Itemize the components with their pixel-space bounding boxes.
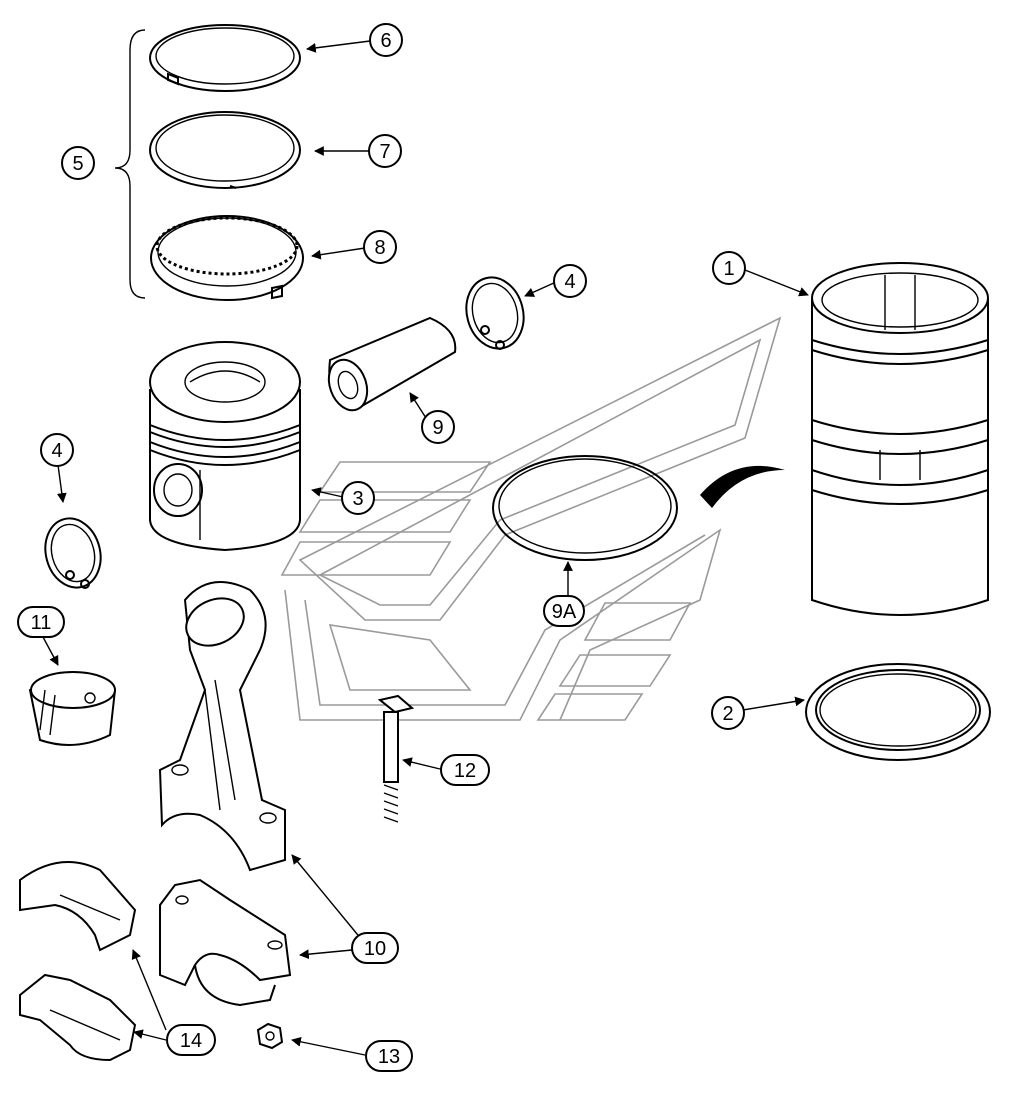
callout-5-label: 5	[72, 153, 83, 175]
callout-14: 14	[166, 1024, 216, 1056]
callout-11-label: 11	[31, 612, 52, 634]
callout-9a-label: 9A	[552, 601, 577, 623]
callout-13-label: 13	[378, 1046, 400, 1068]
callout-9a: 9A	[543, 595, 585, 627]
callout-14-label: 14	[180, 1030, 202, 1052]
callout-4-left-label: 4	[51, 440, 62, 462]
callout-12-label: 12	[454, 760, 476, 782]
liner-seal-ring	[805, 663, 991, 761]
callout-6-label: 6	[380, 30, 391, 52]
callout-4-right: 4	[553, 264, 587, 298]
rod-bolt	[377, 694, 415, 823]
callout-4-left: 4	[40, 433, 74, 467]
connecting-rod-cap	[159, 878, 292, 1007]
callout-10-label: 10	[364, 938, 386, 960]
piston-ring-top	[149, 24, 301, 92]
callout-2-label: 2	[722, 703, 733, 725]
callout-9-label: 9	[432, 417, 443, 439]
callout-7-label: 7	[379, 141, 390, 163]
cylinder-liner	[811, 262, 989, 616]
callout-10: 10	[351, 932, 399, 964]
callout-13: 13	[365, 1040, 413, 1072]
install-direction-arrow	[700, 465, 785, 508]
ring-group-bracket	[114, 29, 146, 299]
snap-ring-left	[44, 517, 102, 589]
callout-11: 11	[17, 606, 65, 638]
callout-6: 6	[369, 23, 403, 57]
callout-1-label: 1	[723, 258, 734, 280]
callout-3: 3	[341, 481, 375, 515]
callout-4-right-label: 4	[564, 271, 575, 293]
callout-8: 8	[363, 230, 397, 264]
leader-lines	[42, 40, 809, 1056]
hex-nut	[256, 1022, 284, 1050]
piston-pin	[327, 316, 457, 412]
callout-7: 7	[368, 134, 402, 168]
callout-3-label: 3	[352, 488, 363, 510]
bearing-shell-upper	[19, 861, 137, 952]
piston-ring-middle	[149, 111, 301, 189]
callout-8-label: 8	[374, 237, 385, 259]
callout-5: 5	[61, 146, 95, 180]
pin-bushing	[28, 671, 117, 746]
connecting-rod	[158, 581, 286, 872]
seal-ring	[492, 455, 678, 561]
callout-12: 12	[440, 754, 490, 786]
callout-1: 1	[712, 251, 746, 285]
watermark-logo	[280, 316, 782, 721]
snap-ring-right	[465, 276, 525, 350]
oil-control-ring	[150, 215, 304, 301]
bearing-shell-lower	[19, 973, 137, 1062]
callout-9: 9	[421, 410, 455, 444]
piston	[149, 341, 301, 552]
callout-2: 2	[711, 696, 745, 730]
